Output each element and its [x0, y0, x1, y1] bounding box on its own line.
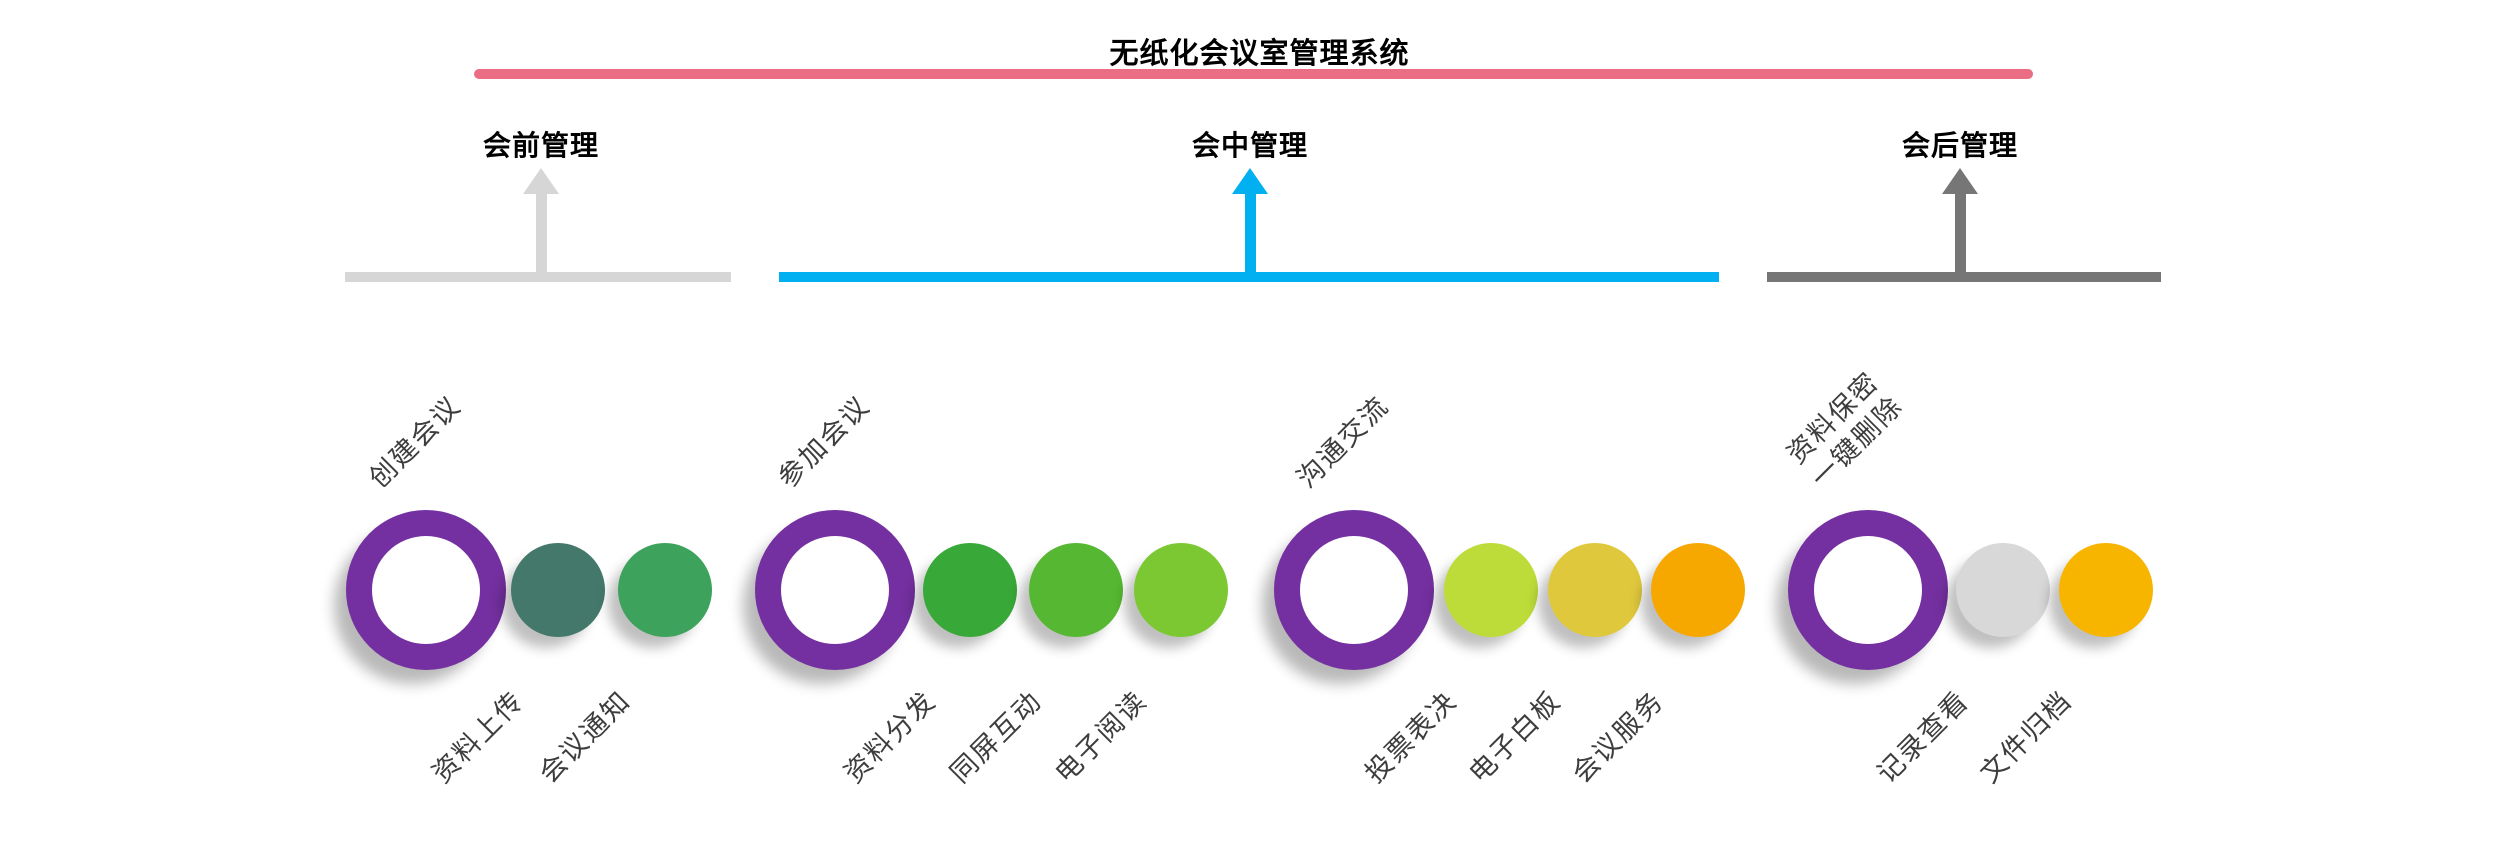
phase-label-pre-meeting: 会前管理 [482, 130, 600, 161]
item-label-record-view: 记录查看 [1871, 685, 1975, 789]
item-circle-meeting-service [1651, 543, 1745, 637]
phase-baseline-pre-meeting [345, 272, 731, 282]
item-label-whiteboard: 电子白板 [1463, 685, 1567, 789]
phase-label-in-meeting: 会中管理 [1191, 130, 1309, 161]
item-circle-material-upload [511, 543, 605, 637]
label-create-meeting-line1: 创建会议 [363, 390, 467, 494]
item-circle-screen-sync [1029, 543, 1123, 637]
label-data-security-delete: 资料保密 一键删除 [1780, 365, 1910, 495]
label-communication: 沟通交流 [1290, 389, 1396, 495]
ring-data-security-delete [1788, 510, 1948, 670]
item-label-voting: 投票表决 [1359, 685, 1463, 789]
up-arrow-icon-pre-meeting [523, 168, 559, 194]
item-circle-voting [1444, 543, 1538, 637]
item-label-ereading: 电子阅读 [1049, 685, 1153, 789]
up-arrow-stem-post-meeting [1955, 192, 1966, 280]
ring-communication [1274, 510, 1434, 670]
item-label-screen-sync: 同屏互动 [944, 685, 1048, 789]
item-label-meeting-service: 会议服务 [1566, 685, 1670, 789]
up-arrow-stem-pre-meeting [536, 192, 547, 280]
up-arrow-icon-post-meeting [1942, 168, 1978, 194]
page-title: 无纸化会议室管理系统 [1109, 38, 1410, 70]
item-circle-material-distribution [923, 543, 1017, 637]
ring-create-meeting [346, 510, 506, 670]
item-label-material-distribution: 资料分发 [838, 685, 942, 789]
item-circle-record-view [1956, 543, 2050, 637]
label-communication-line1: 沟通交流 [1291, 390, 1395, 494]
phase-label-post-meeting: 会后管理 [1901, 130, 2019, 161]
up-arrow-stem-in-meeting [1245, 192, 1256, 280]
item-circle-ereading [1134, 543, 1228, 637]
label-create-meeting: 创建会议 [362, 389, 468, 495]
item-label-meeting-notice: 会议通知 [533, 685, 637, 789]
up-arrow-icon-in-meeting [1232, 168, 1268, 194]
item-label-file-archive: 文件归档 [1974, 685, 2078, 789]
item-label-material-upload: 资料上传 [426, 685, 530, 789]
item-circle-file-archive [2059, 543, 2153, 637]
item-circle-meeting-notice [618, 543, 712, 637]
phase-baseline-in-meeting [779, 272, 1719, 282]
title-underline [474, 69, 2033, 79]
label-join-meeting-line1: 参加会议 [772, 390, 876, 494]
ring-join-meeting [755, 510, 915, 670]
item-circle-whiteboard [1548, 543, 1642, 637]
phase-baseline-post-meeting [1767, 272, 2161, 282]
label-join-meeting: 参加会议 [771, 389, 877, 495]
